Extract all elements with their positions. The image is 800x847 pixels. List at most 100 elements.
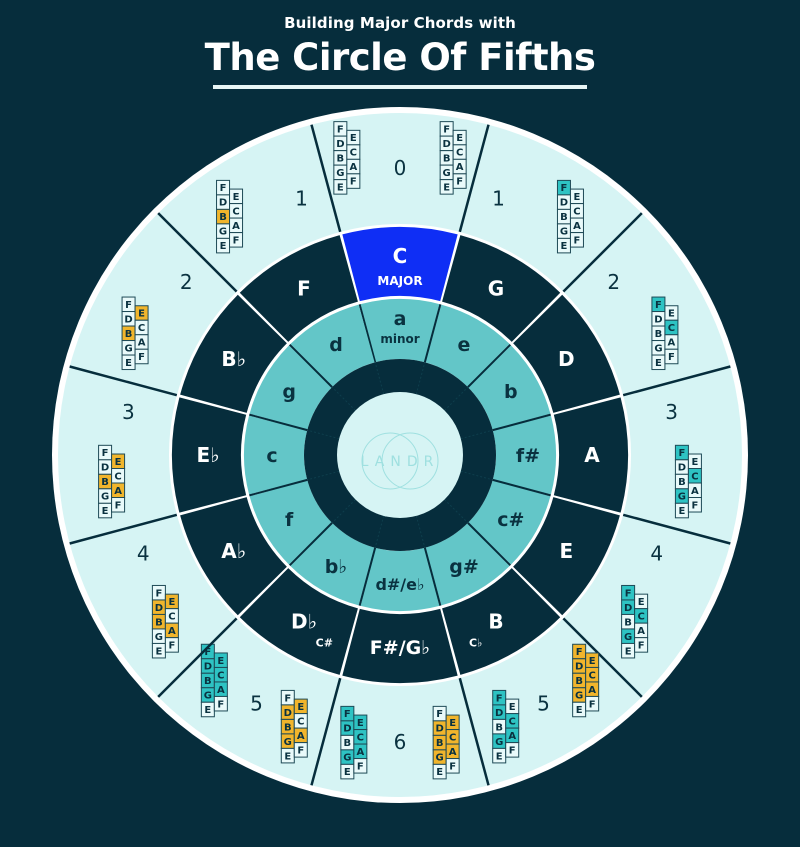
staff-note: A bbox=[349, 162, 357, 173]
subtitle: Building Major Chords with bbox=[284, 14, 516, 32]
staff-note: D bbox=[336, 139, 344, 150]
major-key-8[interactable] bbox=[180, 497, 287, 616]
staff-note: F bbox=[168, 641, 175, 652]
staff-note: A bbox=[356, 747, 364, 758]
major-key-9[interactable] bbox=[172, 397, 247, 513]
staff-note: B bbox=[560, 212, 568, 223]
major-key-label: D bbox=[558, 347, 575, 371]
major-key-0[interactable] bbox=[342, 227, 458, 302]
landr-logo: LANDR bbox=[361, 432, 440, 490]
staff-note: D bbox=[219, 198, 227, 209]
major-sub-label: MAJOR bbox=[377, 274, 422, 288]
staff-note: G bbox=[284, 737, 292, 748]
staff-note: E bbox=[217, 656, 224, 667]
staff-note: E bbox=[561, 241, 568, 252]
major-key-label: B♭ bbox=[221, 347, 246, 371]
staff-note: E bbox=[357, 718, 364, 729]
staff-note: G bbox=[575, 691, 583, 702]
staff-note: F bbox=[233, 235, 240, 246]
staff-note: F bbox=[574, 235, 581, 246]
major-key-label: A bbox=[584, 443, 600, 467]
minor-key-11[interactable] bbox=[290, 304, 375, 387]
staff-note: B bbox=[443, 153, 451, 164]
minor-key-2[interactable] bbox=[468, 345, 551, 430]
staff-note: E bbox=[204, 705, 211, 716]
minor-key-1[interactable] bbox=[425, 304, 510, 387]
staff-note: A bbox=[297, 731, 305, 742]
staff-note: F bbox=[456, 177, 463, 188]
minor-key-7[interactable] bbox=[290, 523, 375, 606]
minor-key-3[interactable] bbox=[492, 415, 557, 495]
staff-note: C bbox=[232, 206, 239, 217]
minor-key-label: f bbox=[285, 509, 294, 531]
major-key-11[interactable] bbox=[239, 235, 358, 342]
staff-note: F bbox=[350, 177, 357, 188]
major-key-4[interactable] bbox=[513, 497, 620, 616]
staff-note: E bbox=[668, 309, 675, 320]
minor-key-9[interactable] bbox=[244, 415, 308, 495]
staff-note: F bbox=[220, 183, 227, 194]
staff-note: F bbox=[125, 300, 132, 311]
staff-note: C bbox=[138, 323, 145, 334]
minor-sub-label: minor bbox=[380, 332, 419, 346]
minor-key-8[interactable] bbox=[249, 480, 332, 565]
staff-note: A bbox=[449, 747, 457, 758]
major-key-label: F bbox=[297, 277, 311, 301]
accidental-count: 1 bbox=[492, 186, 505, 210]
staff-note: F bbox=[576, 647, 583, 658]
minor-key-6[interactable] bbox=[360, 547, 440, 612]
major-key-2[interactable] bbox=[513, 294, 620, 413]
minor-key-0[interactable] bbox=[360, 299, 440, 363]
staff-note: C bbox=[357, 732, 364, 743]
staff-note: E bbox=[625, 646, 632, 657]
major-key-1[interactable] bbox=[442, 235, 561, 342]
staff-note: G bbox=[101, 492, 109, 503]
staff-note: E bbox=[337, 182, 344, 193]
staff-note: A bbox=[168, 626, 176, 637]
staff-note: D bbox=[435, 724, 443, 735]
staff-note: C bbox=[456, 148, 463, 159]
staff-note: G bbox=[436, 753, 444, 764]
staff-note: E bbox=[589, 656, 596, 667]
staff-note: C bbox=[114, 471, 121, 482]
major-key-5[interactable] bbox=[442, 568, 561, 675]
accidental-count: 6 bbox=[394, 730, 407, 754]
major-key-10[interactable] bbox=[180, 294, 287, 413]
staff-note: G bbox=[624, 632, 632, 643]
staff-note: E bbox=[678, 506, 685, 517]
staff-note: A bbox=[217, 685, 225, 696]
major-key-7[interactable] bbox=[239, 568, 358, 675]
staff-note: A bbox=[456, 162, 464, 173]
staff-note: F bbox=[102, 448, 109, 459]
minor-key-10[interactable] bbox=[249, 345, 332, 430]
minor-key-4[interactable] bbox=[468, 480, 551, 565]
staff-note: E bbox=[691, 457, 698, 468]
staff-note: F bbox=[678, 448, 685, 459]
title-underline bbox=[213, 85, 587, 89]
staff-note: F bbox=[284, 693, 291, 704]
staff-note: D bbox=[284, 708, 292, 719]
major-key-6[interactable] bbox=[342, 608, 458, 683]
major-key-label: A♭ bbox=[221, 539, 246, 563]
minor-key-label: g# bbox=[449, 556, 479, 578]
staff-note: A bbox=[588, 685, 596, 696]
staff-note: D bbox=[560, 198, 568, 209]
staff-note: A bbox=[637, 626, 645, 637]
minor-key-5[interactable] bbox=[425, 523, 510, 606]
accidental-count: 0 bbox=[394, 156, 407, 180]
staff-note: G bbox=[343, 753, 351, 764]
staff-note: F bbox=[509, 745, 516, 756]
logo-text: LANDR bbox=[361, 454, 440, 470]
enharmonic-label: C# bbox=[316, 636, 333, 649]
staff-note: B bbox=[344, 738, 352, 749]
staff-note: E bbox=[233, 192, 240, 203]
staff-note: F bbox=[337, 124, 344, 135]
staff-note: C bbox=[637, 612, 644, 623]
major-key-3[interactable] bbox=[553, 397, 629, 513]
staff-note: D bbox=[101, 463, 109, 474]
